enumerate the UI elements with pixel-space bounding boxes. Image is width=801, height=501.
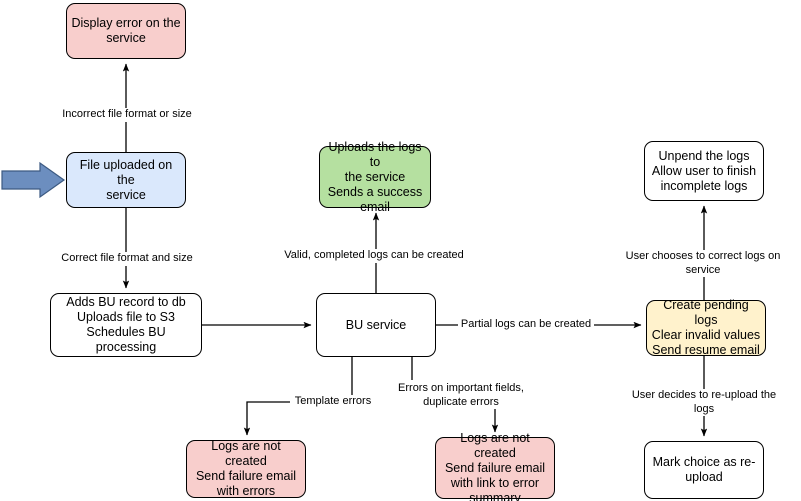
node-uploads-logs[interactable]: Uploads the logs to the service Sends a … (319, 140, 431, 214)
node-uploads-logs-label: Uploads the logs to the service Sends a … (327, 139, 423, 214)
node-unpend-logs-label: Unpend the logs Allow user to finish inc… (651, 148, 757, 193)
edge-label-partial-logs: Partial logs can be created (458, 318, 594, 332)
node-unpend-logs[interactable]: Unpend the logs Allow user to finish inc… (644, 141, 764, 201)
node-bu-service-label: BU service (345, 317, 407, 332)
node-mark-choice[interactable]: Mark choice as re- upload (644, 441, 764, 499)
entry-block-arrow-icon (1, 161, 66, 199)
node-create-pending-logs-label: Create pending logs Clear invalid values… (651, 298, 761, 357)
node-mark-choice-label: Mark choice as re- upload (652, 455, 756, 484)
node-logs-not-created-template[interactable]: Logs are not created Send failure email … (186, 439, 306, 498)
edge-label-template-errors: Template errors (290, 395, 376, 409)
node-file-uploaded-label: File uploaded on the service (79, 157, 173, 202)
node-display-error[interactable]: Display error on the service (66, 3, 186, 59)
node-logs-not-created-template-label: Logs are not created Send failure email … (195, 439, 297, 498)
node-bu-service[interactable]: BU service (316, 293, 436, 357)
edge-label-valid-completed: Valid, completed logs can be created (279, 249, 469, 263)
node-display-error-label: Display error on the service (71, 16, 181, 45)
node-create-pending-logs[interactable]: Create pending logs Clear invalid values… (646, 298, 766, 357)
node-adds-bu-record-label: Adds BU record to db Uploads file to S3 … (66, 295, 186, 354)
node-logs-not-created-fields[interactable]: Logs are not created Send failure email … (435, 431, 555, 501)
node-adds-bu-record[interactable]: Adds BU record to db Uploads file to S3 … (50, 293, 202, 357)
edge-label-user-decides-reupload: User decides to re-upload the logs (619, 389, 789, 416)
edge-label-errors-important-fields: Errors on important fields, duplicate er… (391, 382, 531, 409)
node-logs-not-created-fields-label: Logs are not created Send failure email … (444, 430, 546, 501)
edge-label-correct-format: Correct file format and size (52, 252, 202, 266)
edge-label-user-chooses-correct: User chooses to correct logs on service (605, 250, 801, 277)
node-file-uploaded[interactable]: File uploaded on the service (66, 152, 186, 208)
edge-label-incorrect-format: Incorrect file format or size (50, 108, 204, 122)
